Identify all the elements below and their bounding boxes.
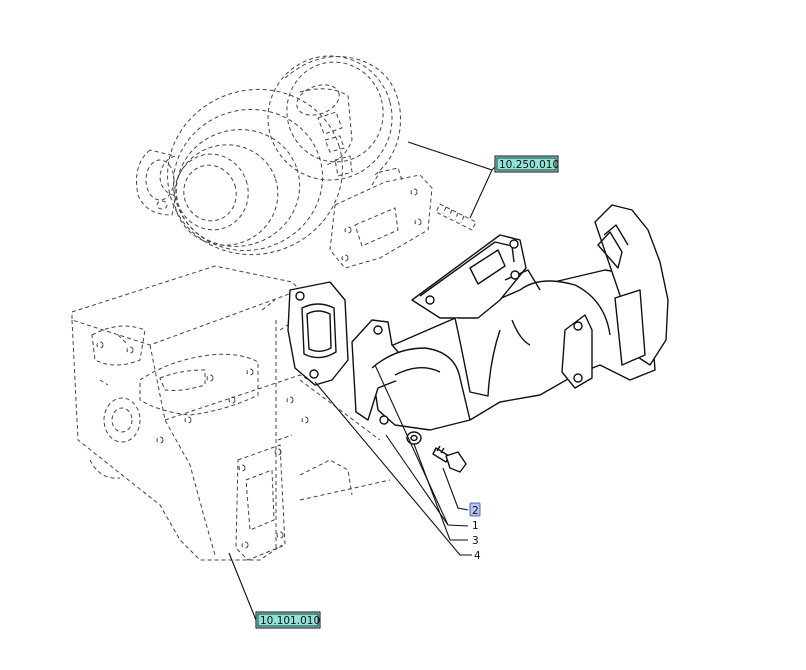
exhaust-manifold: [351, 204, 669, 431]
item-number-1: 1: [472, 520, 479, 532]
item-callout-2[interactable]: 2: [469, 502, 481, 517]
item-number-3: 3: [472, 535, 479, 547]
reference-engine-block-label: 10.101.010: [260, 615, 320, 627]
item-number-2: 2: [472, 505, 479, 517]
leader-lines: [228, 141, 499, 621]
engine-block-outline: [71, 265, 391, 561]
washer: [406, 431, 422, 445]
turbocharger-outline: [136, 55, 477, 269]
item-callout-3[interactable]: 3: [472, 535, 479, 547]
item-number-4: 4: [474, 550, 481, 562]
reference-engine-block[interactable]: 10.101.010: [255, 611, 321, 629]
item-callout-4[interactable]: 4: [474, 550, 481, 562]
item-callout-1[interactable]: 1: [472, 520, 479, 532]
reference-turbocharger-label: 10.250.010: [499, 159, 559, 171]
bolt: [432, 445, 467, 473]
manifold-gasket: [287, 281, 349, 386]
reference-turbocharger[interactable]: 10.250.010: [494, 155, 559, 173]
